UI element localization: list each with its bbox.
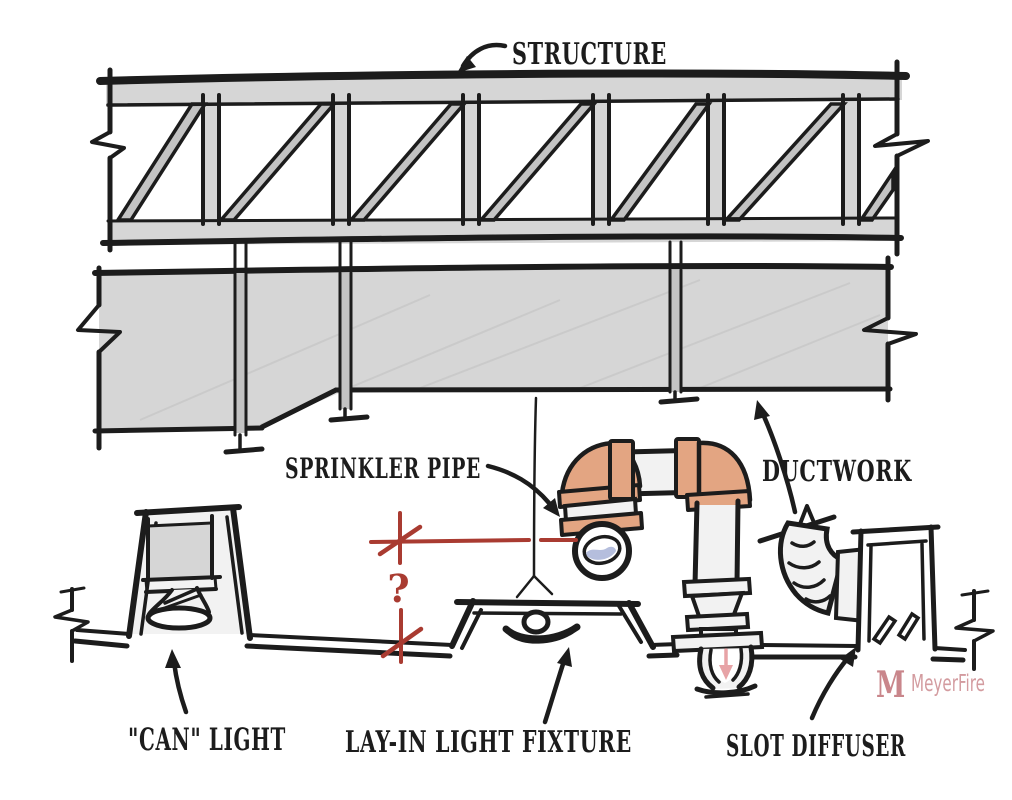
sprinkler-pipe-assembly	[557, 437, 765, 699]
ductwork-arrow-icon	[754, 400, 798, 515]
sprinkler-drop	[681, 498, 753, 647]
slot-diffuser-arrow-icon	[809, 647, 856, 721]
can-light	[126, 504, 253, 641]
labels: STRUCTURE SPRINKLER PIPE DUCTWORK "CAN" …	[128, 37, 913, 764]
ductwork-label: DUCTWORK	[762, 454, 913, 488]
duct-break-left	[76, 265, 122, 451]
logo-monogram: M	[876, 664, 906, 706]
can-light-bulb	[145, 586, 213, 631]
truss-break-right	[873, 59, 930, 257]
truss-diagonal-members	[114, 102, 895, 222]
sprinkler-pipe-arrow-icon	[485, 463, 560, 517]
slot-diffuser-label: SLOT DIFFUSER	[726, 729, 906, 764]
lay-in-arrow-icon	[542, 647, 572, 725]
meyerfire-logo: M MeyerFire	[876, 664, 985, 706]
flex-duct	[757, 504, 869, 624]
sprinkler-head	[670, 630, 765, 699]
structure-arrow-icon	[457, 42, 508, 73]
duct-trapeze-hangers	[223, 268, 700, 455]
ductwork	[76, 255, 918, 455]
lay-in-light-fixture-label: LAY-IN LIGHT FIXTURE	[345, 725, 632, 760]
lay-in-lens	[502, 609, 581, 644]
sprinkler-pipe-end-view	[572, 521, 632, 581]
truss	[90, 59, 930, 257]
can-light-label: "CAN" LIGHT	[128, 722, 286, 758]
slot-diffuser	[850, 524, 941, 653]
ceiling-break-right	[954, 589, 995, 671]
truss-break-left	[90, 67, 126, 253]
dimension-annotation: ?	[369, 511, 578, 664]
lay-in-light-fixture	[449, 598, 656, 650]
ceiling-break-left	[53, 586, 90, 663]
question-mark: ?	[387, 566, 410, 611]
can-light-arrow-icon	[165, 649, 189, 715]
structure-label: STRUCTURE	[512, 37, 667, 72]
logo-name: MeyerFire	[911, 671, 985, 697]
sprinkler-pipe-label: SPRINKLER PIPE	[285, 452, 481, 485]
truss-vertical-members	[201, 93, 861, 226]
ceiling	[53, 586, 995, 671]
diffuser-slots	[871, 611, 921, 646]
duct-break-right	[862, 255, 918, 403]
